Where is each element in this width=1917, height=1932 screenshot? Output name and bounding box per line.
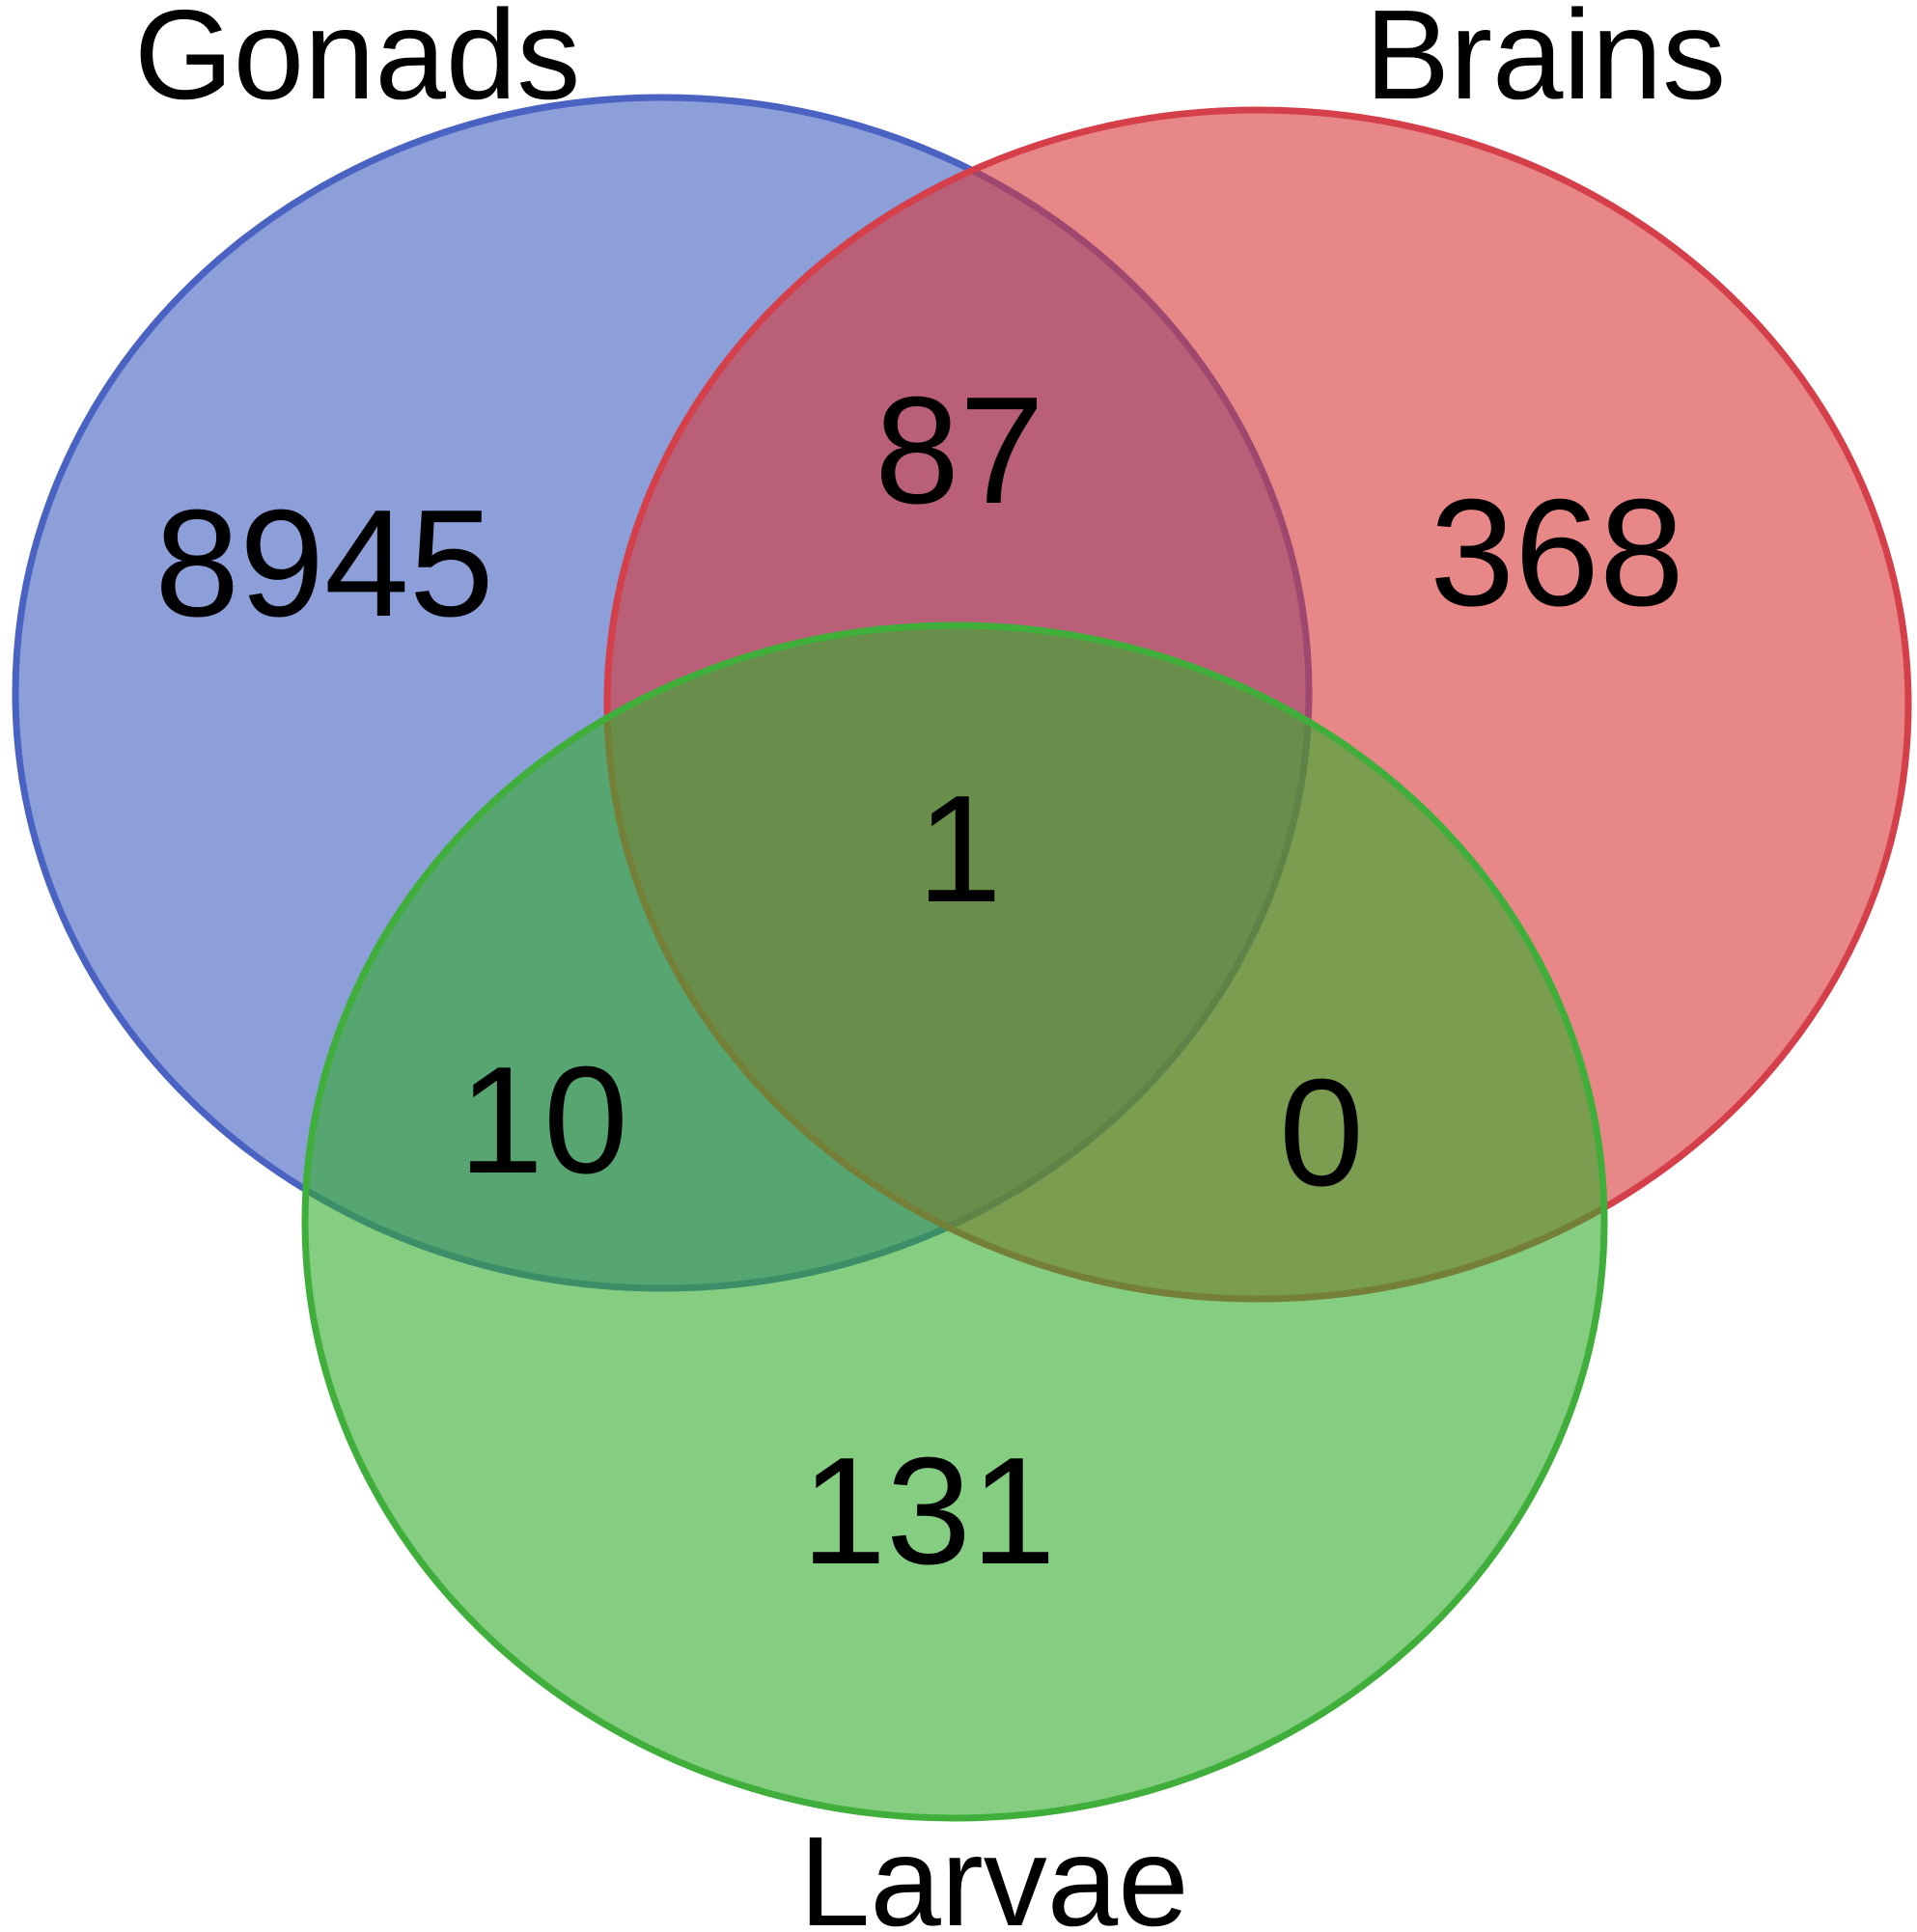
gonads-larvae-count: 10 xyxy=(458,1035,628,1205)
larvae-label: Larvae xyxy=(799,1810,1189,1932)
brains-label: Brains xyxy=(1365,0,1726,125)
larvae-only-count: 131 xyxy=(801,1426,1056,1596)
larvae-set-ellipse xyxy=(301,621,1608,1822)
all-three-count: 1 xyxy=(917,764,1002,934)
gonads-brains-count: 87 xyxy=(875,366,1044,536)
gonads-label: Gonads xyxy=(134,0,580,125)
gonads-only-count: 8945 xyxy=(154,479,494,649)
brains-larvae-count: 0 xyxy=(1279,1048,1364,1218)
brains-only-count: 368 xyxy=(1430,468,1684,638)
